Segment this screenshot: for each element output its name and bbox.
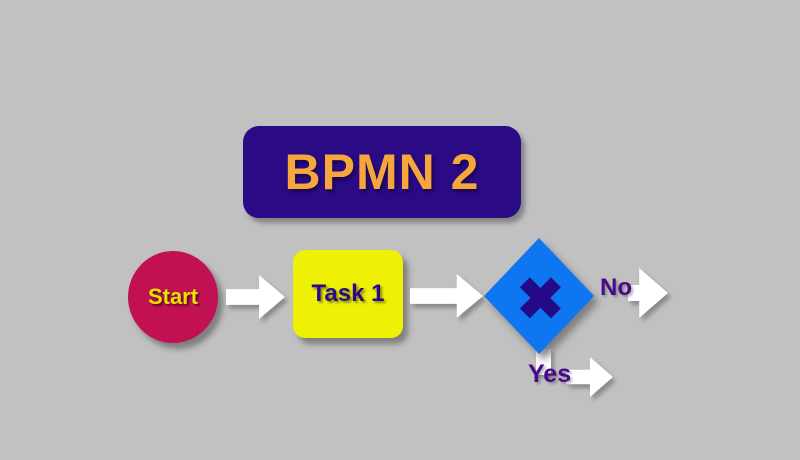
diagram-title-banner: BPMN 2 xyxy=(243,126,521,218)
task1-node[interactable]: Task 1 xyxy=(293,250,403,338)
edge-label-yes: Yes xyxy=(528,360,572,388)
arrow-right-icon xyxy=(628,268,668,318)
gateway-diamond xyxy=(484,238,594,354)
task1-label: Task 1 xyxy=(311,280,385,307)
arrow-right-icon xyxy=(410,274,483,318)
connector-gateway-no[interactable] xyxy=(628,268,668,318)
exclusive-gateway-node[interactable] xyxy=(484,238,594,354)
connector-gateway-yes[interactable] xyxy=(566,357,613,397)
connector-gateway-down-stub xyxy=(536,349,551,375)
arrow-right-icon xyxy=(566,357,613,397)
connector-task-to-gateway[interactable] xyxy=(410,274,483,318)
start-event-label: Start xyxy=(147,284,199,309)
x-mark-icon xyxy=(517,275,563,321)
start-event-node[interactable]: Start xyxy=(128,251,218,343)
connector-start-to-task[interactable] xyxy=(226,275,285,319)
edge-label-no: No xyxy=(600,274,632,301)
arrow-right-icon xyxy=(226,275,285,319)
diagram-title-label: BPMN 2 xyxy=(284,144,480,200)
